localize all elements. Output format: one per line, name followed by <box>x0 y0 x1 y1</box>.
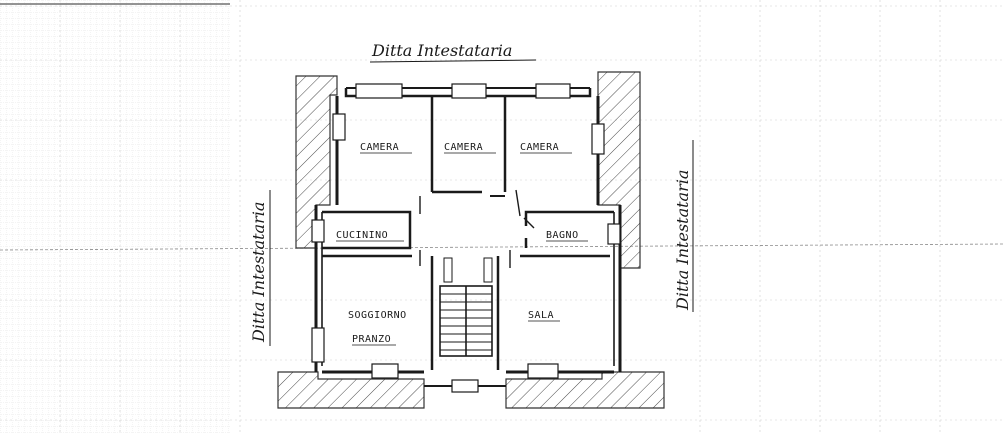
neighbour-label-top: Ditta Intestataria <box>371 41 512 60</box>
room-label-pranzo: PRANZO <box>352 334 391 345</box>
room-label-camera-right: CAMERA <box>520 142 559 153</box>
staircase <box>439 257 493 357</box>
door-swings <box>419 189 535 268</box>
neighbour-hatching <box>277 71 665 409</box>
room-label-camera-center: CAMERA <box>444 142 483 153</box>
room-label-camera-left: CAMERA <box>360 142 399 153</box>
neighbour-label-right: Ditta Intestataria <box>673 170 692 311</box>
room-label-cucinino: CUCININO <box>336 230 388 241</box>
room-label-soggiorno: SOGGIORNO <box>348 310 407 321</box>
room-label-sala: SALA <box>528 310 554 321</box>
neighbour-label-left: Ditta Intestataria <box>249 202 268 343</box>
room-label-bagno: BAGNO <box>546 230 579 241</box>
openings <box>311 83 621 393</box>
